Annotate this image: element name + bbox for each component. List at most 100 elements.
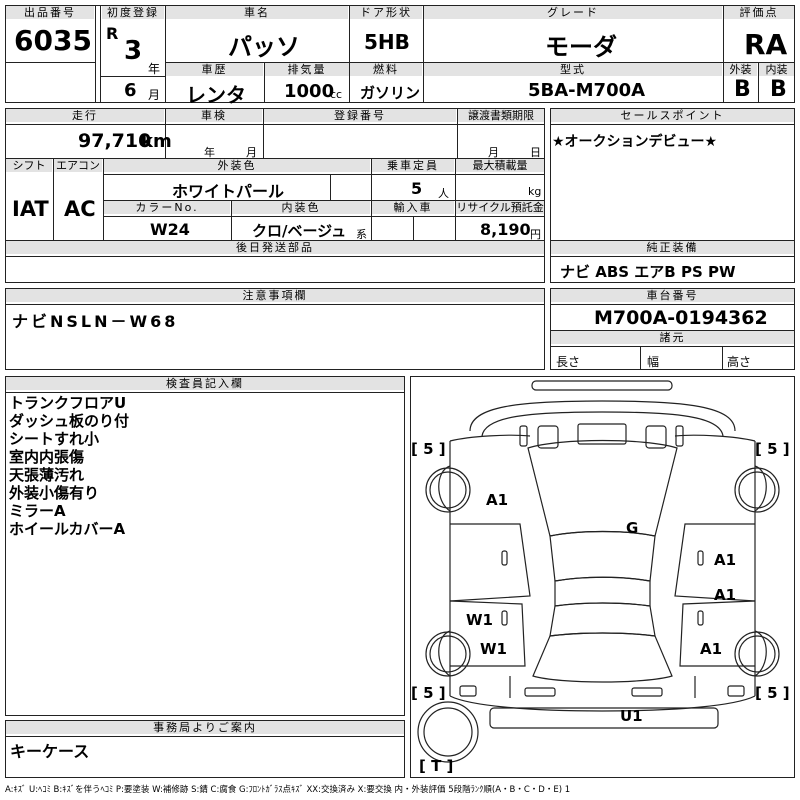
reg-year-unit: 年	[148, 62, 161, 76]
chassis-label: 車台番号	[551, 289, 794, 302]
lot-label: 出品番号	[6, 6, 94, 19]
era-label: R	[106, 24, 119, 43]
score-label: 評価点	[724, 6, 794, 19]
damage-mark: A1	[700, 640, 723, 658]
notes-section	[5, 288, 545, 370]
displacement-label: 排気量	[265, 63, 349, 76]
inspector-line: ミラーA	[9, 502, 66, 520]
exterior-value: B	[734, 77, 751, 102]
car-diagram-section	[410, 376, 795, 778]
inspector-line: 天張薄汚れ	[9, 466, 85, 484]
width-label: 幅	[647, 355, 660, 369]
inspector-line: 室内内張傷	[9, 448, 85, 466]
inspection-label: 車検	[166, 109, 262, 122]
ac-value: AC	[64, 197, 96, 221]
inspector-section	[5, 376, 405, 716]
ext-color-label: 外装色	[104, 159, 370, 172]
notes-text: ナビNSLN－W68	[12, 312, 179, 331]
spec-label: 諸元	[551, 331, 794, 344]
tire-front-left: [ 5 ]	[411, 440, 446, 458]
model-value: 5BA-M700A	[528, 80, 646, 101]
int-color-value: クロ/ベージュ	[252, 222, 347, 240]
load-label: 最大積載量	[456, 159, 544, 172]
tire-front-right: [ 5 ]	[755, 440, 790, 458]
office-label: 事務局よりご案内	[6, 721, 404, 734]
door-label: ドア形状	[350, 6, 422, 19]
recycle-label: リサイクル預託金	[456, 201, 544, 214]
plate-label: 登録番号	[264, 109, 456, 122]
transfer-day: 日	[530, 146, 541, 159]
model-label: 型式	[424, 63, 722, 76]
mileage-label: 走行	[6, 109, 164, 122]
equipment-label: 純正装備	[551, 241, 794, 254]
interior-value: B	[770, 77, 787, 102]
reg-month-unit: 月	[148, 88, 161, 102]
damage-mark: A1	[486, 491, 509, 509]
int-color-unit: 系	[356, 228, 367, 241]
damage-mark: W1	[466, 611, 493, 629]
history-value: レンタ	[186, 83, 246, 107]
grade-value: モーダ	[545, 33, 617, 61]
inspection-month: 月	[246, 146, 257, 159]
car-name: パッソ	[228, 33, 300, 61]
fuel-label: 燃料	[350, 63, 422, 76]
header-section	[5, 5, 795, 103]
inspector-notes: トランクフロアU ダッシュ板のり付 シートすれ小 室内内張傷 天張薄汚れ 外装小…	[9, 394, 129, 538]
office-text: キーケース	[10, 742, 90, 761]
inspector-line: シートすれ小	[9, 430, 100, 448]
displacement-unit: cc	[330, 88, 343, 101]
sales-point-label: セールスポイント	[551, 109, 794, 122]
vehicle-info-section	[5, 108, 545, 283]
capacity-value: 5	[411, 179, 423, 198]
ac-label: エアコン	[54, 159, 102, 172]
mileage-value: 97,710	[78, 130, 152, 152]
damage-mark: G	[626, 519, 639, 537]
inspection-year: 年	[204, 146, 215, 159]
chassis-section	[550, 288, 795, 370]
grade-label: グレード	[424, 6, 722, 19]
reg-month: 6	[124, 80, 137, 101]
displacement-value: 1000	[284, 81, 335, 102]
recycle-unit: 円	[530, 228, 541, 241]
tire-rear-left: [ 5 ]	[411, 684, 446, 702]
car-name-label: 車名	[166, 6, 348, 19]
load-unit: kg	[528, 185, 542, 198]
int-color-label: 内装色	[232, 201, 370, 214]
length-label: 長さ	[556, 355, 581, 369]
color-no-label: カラーNo.	[104, 201, 230, 214]
damage-mark: A1	[714, 551, 737, 569]
transfer-label: 譲渡書類期限	[458, 109, 544, 122]
recycle-value: 8,190	[480, 220, 531, 239]
chassis-number: M700A-0194362	[594, 307, 768, 329]
capacity-label: 乗車定員	[372, 159, 454, 172]
shift-label: シフト	[6, 159, 52, 172]
inspector-line: ダッシュ板のり付	[9, 412, 130, 430]
history-label: 車歴	[166, 63, 263, 76]
capacity-unit: 人	[438, 187, 449, 200]
lot-number: 6035	[14, 24, 92, 57]
legend-text: A:ｷｽﾞ U:ﾍｺﾐ B:ｷｽﾞを伴うﾍｺﾐ P:要塗装 W:補修跡 S:錆 …	[5, 785, 571, 795]
inspector-line: ホイールカバーA	[9, 520, 126, 538]
sales-point-section	[550, 108, 795, 283]
notes-label: 注意事項欄	[6, 289, 544, 302]
interior-label: 内装	[759, 63, 794, 76]
inspector-label: 検査員記入欄	[6, 377, 404, 390]
car-diagram	[417, 380, 780, 763]
score-value: RA	[744, 28, 788, 61]
shift-value: IAT	[12, 197, 49, 221]
damage-mark: U1	[620, 707, 643, 725]
mileage-unit: km	[141, 131, 172, 152]
tire-rear-right: [ 5 ]	[755, 684, 790, 702]
ext-color-value: ホワイトパール	[172, 182, 285, 201]
height-label: 高さ	[727, 355, 752, 369]
door-value: 5HB	[364, 30, 410, 54]
exterior-label: 外装	[724, 63, 757, 76]
sales-point-text: ★オークションデビュー★	[552, 134, 718, 150]
tire-spare: [ T ]	[419, 757, 454, 775]
reg-year: 3	[124, 36, 143, 66]
damage-mark: A1	[714, 586, 737, 604]
inspector-line: 外装小傷有り	[9, 484, 100, 502]
import-label: 輸入車	[372, 201, 454, 214]
equipment-text: ナビ ABS エアB PS PW	[560, 263, 736, 281]
later-parts-label: 後日発送部品	[6, 241, 544, 254]
